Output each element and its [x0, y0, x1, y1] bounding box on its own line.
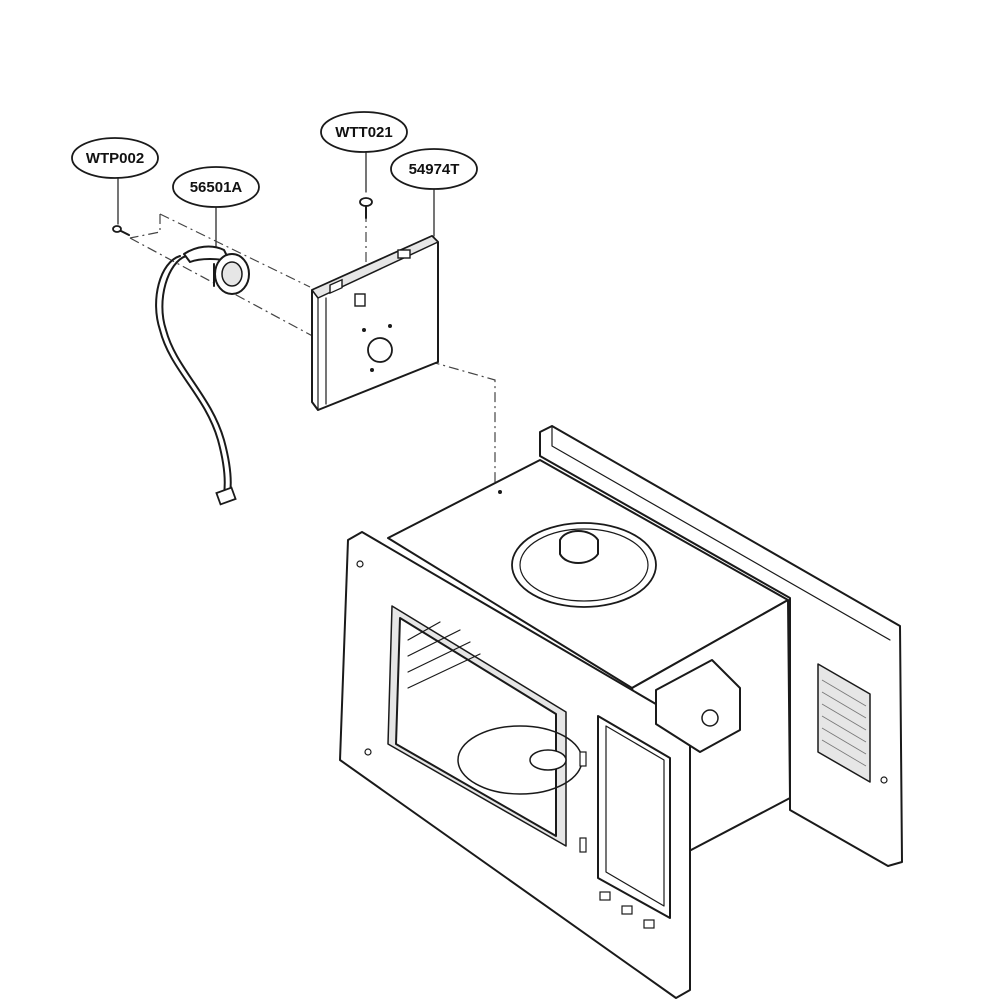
- callout-wtp002[interactable]: WTP002: [71, 137, 159, 225]
- oven-cavity-assembly: [339, 425, 903, 999]
- callout-54974t-label: 54974T: [409, 161, 460, 178]
- motor-bracket-54974t[interactable]: [311, 235, 439, 411]
- callout-54974t[interactable]: 54974T: [390, 148, 478, 237]
- callout-wtt021[interactable]: WTT021: [320, 111, 408, 193]
- callout-56501a-label: 56501A: [190, 179, 243, 196]
- callout-56501a[interactable]: 56501A: [172, 166, 260, 249]
- callout-wtp002-label: WTP002: [86, 150, 144, 167]
- screw-wtp002[interactable]: [112, 225, 130, 236]
- screw-wtt021[interactable]: [359, 197, 373, 219]
- callout-wtt021-label: WTT021: [335, 124, 393, 141]
- turntable-motor-56501a[interactable]: [155, 245, 250, 506]
